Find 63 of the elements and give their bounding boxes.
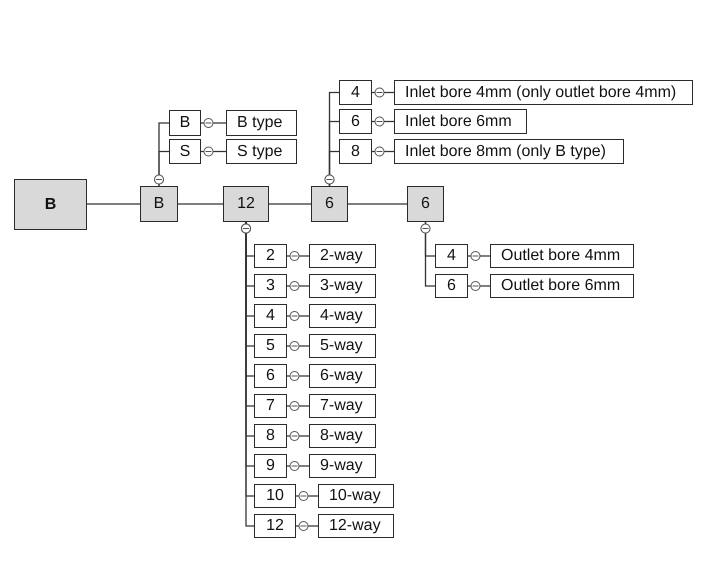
connector-line [269, 203, 311, 205]
option-code-box: 8 [339, 139, 372, 164]
branch-connector [372, 146, 394, 156]
option-description-box: 12-way [318, 514, 394, 538]
option-code-box: 4 [339, 80, 372, 105]
option-description-box: 8-way [309, 424, 376, 448]
code-box: B [14, 179, 87, 230]
option-code-box: B [169, 110, 201, 136]
option-code-box: 3 [254, 274, 287, 298]
option-code-box: 7 [254, 394, 287, 418]
option-code-box: 6 [254, 364, 287, 388]
code-box: 6 [407, 186, 444, 222]
code-box: 12 [223, 186, 269, 222]
option-description-box: 2-way [309, 244, 376, 268]
option-description-box: B type [226, 110, 297, 136]
option-code-box: 6 [435, 274, 468, 298]
option-description-box: 9-way [309, 454, 376, 478]
option-code-box: 8 [254, 424, 287, 448]
branch-connector [287, 461, 309, 471]
branch-connector [296, 491, 318, 501]
connector-line [348, 203, 407, 205]
branch-connector [201, 118, 226, 128]
option-description-box: Inlet bore 4mm (only outlet bore 4mm) [394, 80, 693, 105]
option-code-box: 9 [254, 454, 287, 478]
option-description-box: 6-way [309, 364, 376, 388]
branch-connector [372, 116, 394, 126]
option-description-box: 5-way [309, 334, 376, 358]
connector-line [87, 203, 140, 205]
option-code-box: 6 [339, 109, 372, 134]
option-description-box: S type [226, 139, 297, 164]
branch-connector [468, 281, 490, 291]
branch-connector [154, 150, 169, 186]
branch-connector [287, 371, 309, 381]
branch-connector [287, 431, 309, 441]
connector-line [178, 203, 223, 205]
option-code-box: 2 [254, 244, 287, 268]
option-description-box: 4-way [309, 304, 376, 328]
branch-connector [324, 150, 339, 186]
branch-connector [420, 222, 435, 287]
option-code-box: 12 [254, 514, 296, 538]
option-code-box: 4 [435, 244, 468, 268]
branch-connector [296, 521, 318, 531]
option-code-box: S [169, 139, 201, 164]
code-box: 6 [311, 186, 348, 222]
option-description-box: Inlet bore 8mm (only B type) [394, 139, 624, 164]
option-code-box: 5 [254, 334, 287, 358]
option-description-box: 3-way [309, 274, 376, 298]
branch-connector [287, 401, 309, 411]
option-code-box: 10 [254, 484, 296, 508]
branch-connector [372, 88, 394, 98]
branch-connector [287, 341, 309, 351]
option-code-box: 4 [254, 304, 287, 328]
code-box: B [140, 186, 178, 222]
branch-connector [468, 251, 490, 261]
branch-connector [201, 146, 226, 156]
branch-connector [287, 251, 309, 261]
branch-connector [287, 311, 309, 321]
branch-connector [287, 281, 309, 291]
option-description-box: Inlet bore 6mm [394, 109, 527, 134]
option-description-box: Outlet bore 4mm [490, 244, 634, 268]
option-description-box: 7-way [309, 394, 376, 418]
option-description-box: 10-way [318, 484, 394, 508]
option-description-box: Outlet bore 6mm [490, 274, 634, 298]
